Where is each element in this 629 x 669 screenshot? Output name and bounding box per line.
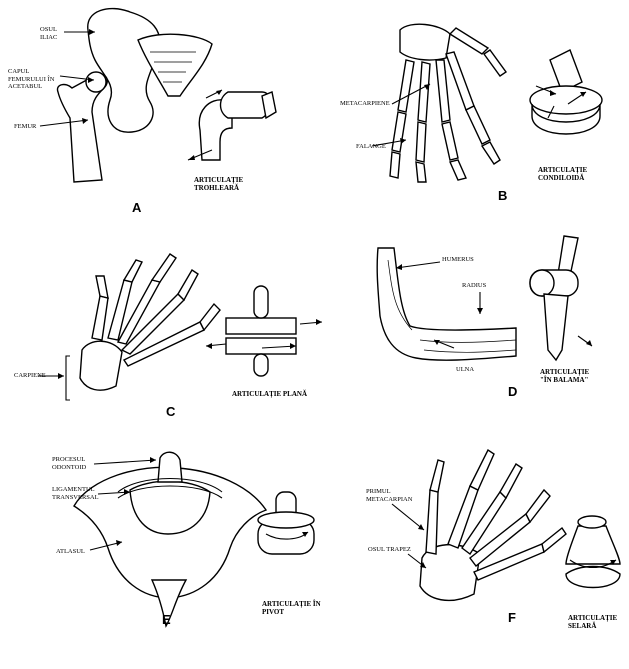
label-femoral-head: CAPUL FEMURULUI ÎN ACETABUL (8, 68, 55, 90)
label-ulna: ULNA (456, 366, 475, 373)
label-femur: FEMUR (14, 123, 37, 130)
label-trapezium: OSUL TRAPEZ (368, 546, 411, 553)
caption-pivot-joint: ARTICULAȚIE ÎN PIVOT (262, 600, 321, 616)
panel-e: PROCESUL ODONTOID LIGAMENTUL TRANSVERSAL… (0, 430, 330, 669)
label-ilium: OSUL ILIAC (40, 26, 58, 41)
label-metacarpals: METACARPIENE (340, 100, 390, 107)
label-transverse-ligament: LIGAMENTUL TRANSVERSAL (52, 486, 99, 501)
caption-saddle-joint: ARTICULAȚIE SELARĂ (568, 614, 618, 630)
panel-letter-b: B (498, 188, 508, 203)
panel-c: CARPIENE ARTICULAȚIE PLANĂ C (0, 220, 330, 430)
caption-trochlear-joint: ARTICULAȚIE TROHLEARĂ (194, 176, 244, 192)
panel-b: METACARPIENE FALANGE ARTICULAȚIE CONDILO… (310, 0, 629, 220)
label-first-metacarpal: PRIMUL METACARPIAN (366, 488, 413, 503)
hand-plane-joint-illustration (38, 253, 323, 401)
label-humerus: HUMERUS (442, 256, 474, 263)
panel-a: OSUL ILIAC CAPUL FEMURULUI ÎN ACETABUL F… (0, 0, 310, 220)
label-atlas: ATLASUL (56, 548, 85, 555)
caption-condyloid-joint: ARTICULAȚIE CONDILOIDĂ (538, 166, 588, 182)
panel-f: PRIMUL METACARPIAN OSUL TRAPEZ ARTICULAȚ… (330, 430, 629, 669)
panel-letter-d: D (508, 384, 518, 399)
hip-illustration (39, 7, 277, 183)
panel-d: HUMERUS RADIUS ULNA ARTICULAȚIE "ÎN BALA… (330, 220, 629, 430)
caption-hinge-joint: ARTICULAȚIE "ÎN BALAMA" (540, 368, 590, 384)
panel-letter-e: E (162, 612, 171, 627)
panel-letter-c: C (166, 404, 176, 419)
atlas-pivot-illustration (73, 451, 315, 628)
elbow-hinge-illustration (376, 235, 593, 362)
panel-letter-a: A (132, 200, 142, 215)
label-phalanges: FALANGE (356, 143, 386, 150)
label-radius: RADIUS (462, 282, 487, 289)
label-dens: PROCESUL ODONTOID (52, 456, 87, 471)
caption-plane-joint: ARTICULAȚIE PLANĂ (232, 390, 308, 398)
label-carpals: CARPIENE (14, 372, 46, 379)
hand-saddle-illustration (391, 448, 621, 602)
panel-letter-f: F (508, 610, 516, 625)
hand-condyloid-illustration (371, 23, 603, 183)
